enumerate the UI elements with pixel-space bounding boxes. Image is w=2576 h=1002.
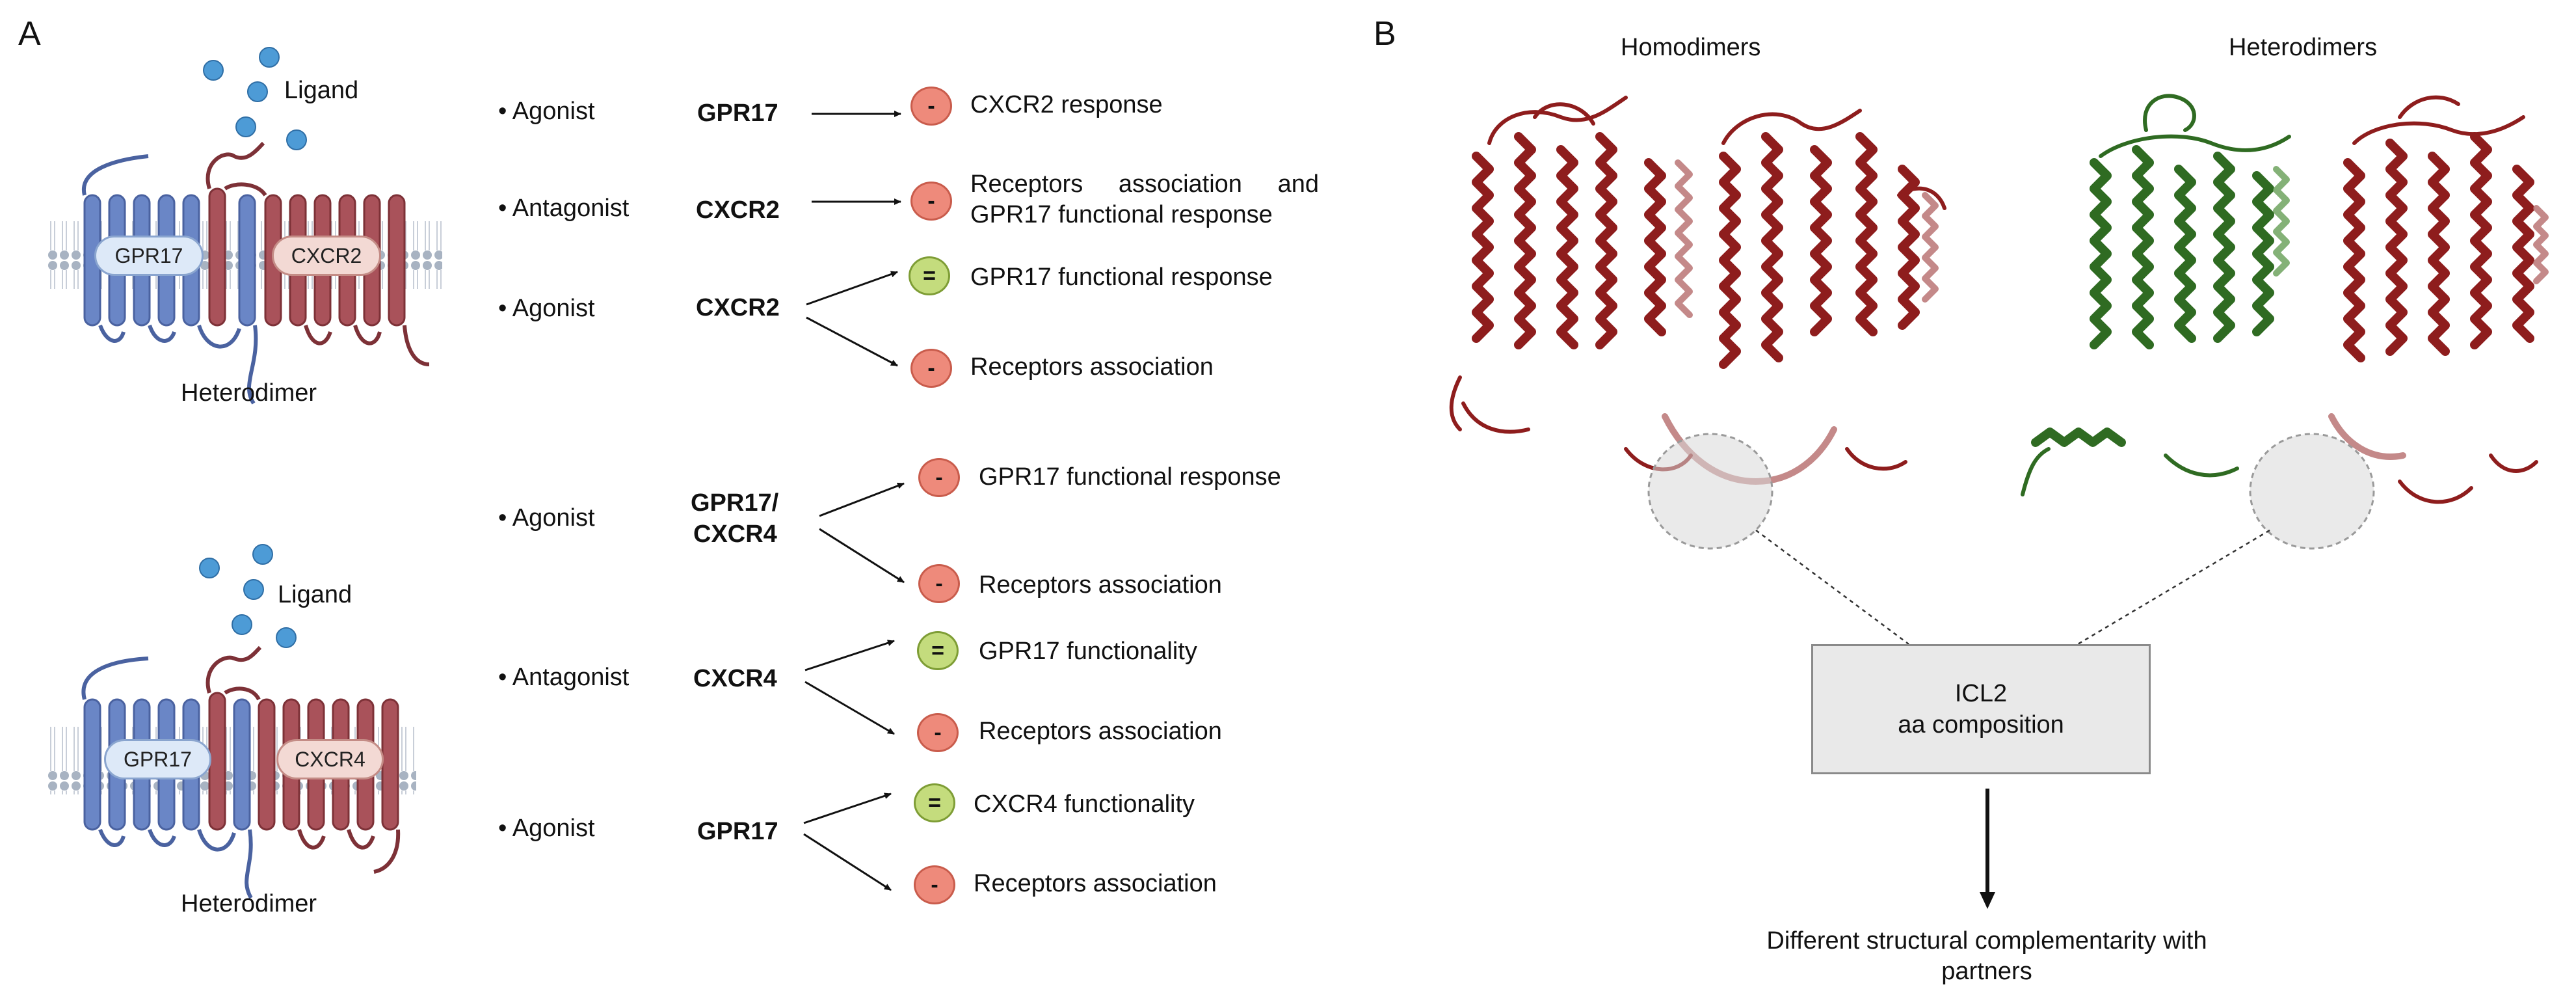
bottom-cxcr4-label: CXCR4 [276,739,384,779]
bottom-cxcr-helices [208,692,399,831]
top-heterodimer-caption: Heterodimer [181,379,317,407]
row4-outcome2-text: Receptors association [979,571,1222,599]
top-cxcr-helices [208,187,406,327]
icl2-box: ICL2 aa composition [1811,644,2151,774]
panel-a-letter: A [18,15,41,53]
homodimer-icl2-highlight [1647,433,1773,550]
row4-minus-badge-1: - [918,458,960,497]
row5-receptor: CXCR4 [693,665,777,692]
top-cxcr2-label: CXCR2 [272,236,381,276]
conclusion-line1: Different structural complementarity wit… [1766,927,2207,955]
homodimer-connector [1755,529,1909,645]
row6-receptor: GPR17 [697,818,778,845]
heterodimer-connector [2077,529,2270,645]
bottom-heterodimer-caption: Heterodimer [181,890,317,917]
row1-role: • Agonist [498,98,595,125]
row2-receptor: CXCR2 [696,196,780,224]
row6-role: • Agonist [498,815,595,842]
top-ligand-dots [203,47,307,150]
row3-outcome2-text: Receptors association [970,353,1214,381]
row5-outcome1-text: GPR17 functionality [979,638,1197,665]
row4-outcome1-text: GPR17 functional response [979,463,1281,491]
top-cxcr-nterm [206,141,265,189]
bottom-heterodimer-diagram [46,544,416,899]
row4-minus-badge-2: - [918,564,960,603]
row4-role: • Agonist [498,504,595,532]
row6-minus-badge: - [914,865,955,904]
row3-outcome1-text: GPR17 functional response [970,264,1273,291]
row2-outcome-line2: GPR17 functional response [970,201,1273,228]
panel-b-letter: B [1374,15,1396,53]
row3-receptor: CXCR2 [696,294,780,321]
row5-outcome2-text: Receptors association [979,718,1222,745]
homodimers-title: Homodimers [1621,34,1761,61]
row1-minus-badge: - [910,87,952,126]
row1-receptor: GPR17 [697,100,778,127]
heterodimer-structure [2021,94,2549,504]
heterodimer-icl2-highlight [2249,433,2375,550]
top-ligand-label: Ligand [284,77,359,104]
bottom-ligand-dots [199,544,297,648]
row4-receptor-line2: CXCR4 [693,521,777,548]
row2-role: • Antagonist [498,195,630,222]
row2-outcome-line1: Receptors association and [970,170,1319,198]
row1-outcome-text: CXCR2 response [970,91,1163,118]
top-gpr17-label: GPR17 [94,236,204,276]
row4-receptor-line1: GPR17/ [691,489,779,517]
row6-outcome1-text: CXCR4 functionality [974,791,1195,818]
heterodimers-title: Heterodimers [2229,34,2378,61]
homodimer-structure [1449,96,1946,485]
top-gpr17-nterm [81,154,149,196]
row3-equal-badge: = [909,256,950,295]
row6-outcome2-text: Receptors association [974,870,1217,897]
conclusion-line2: partners [1941,958,2032,985]
row2-minus-badge: - [910,182,952,221]
panel-a-arrows [803,111,905,891]
row3-minus-badge: - [910,349,952,388]
bottom-gpr17-label: GPR17 [104,739,211,779]
icl2-box-line1: ICL2 [1954,680,2008,707]
bottom-ligand-label: Ligand [278,581,352,608]
row5-equal-badge: = [917,631,959,670]
row5-role: • Antagonist [498,664,630,691]
top-heterodimer-diagram [46,47,442,405]
row6-equal-badge: = [914,783,955,822]
row5-minus-badge: - [917,713,959,752]
icl2-box-line2: aa composition [1898,711,2064,738]
row3-role: • Agonist [498,295,595,322]
